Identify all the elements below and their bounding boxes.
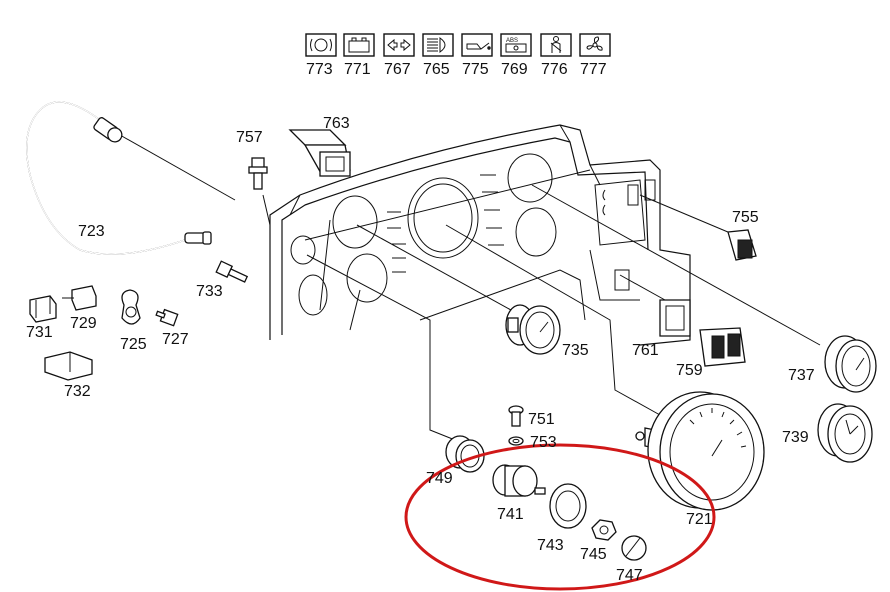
tachometer-721 bbox=[635, 391, 765, 511]
part-label-743: 743 bbox=[537, 537, 564, 554]
clip-731 bbox=[29, 295, 57, 323]
ring-743 bbox=[549, 483, 587, 529]
warning-symbol-row: ABS bbox=[305, 33, 611, 57]
part-label-727: 727 bbox=[162, 331, 189, 348]
rocker-switch-small bbox=[727, 229, 757, 261]
leader-lines bbox=[119, 134, 821, 441]
abs-icon-text: ABS bbox=[506, 38, 518, 44]
part-label-761: 761 bbox=[632, 342, 659, 359]
small-gauge-735 bbox=[505, 304, 561, 355]
part-label-735: 735 bbox=[562, 342, 589, 359]
nut-745 bbox=[591, 519, 617, 541]
part-label-721: 721 bbox=[686, 511, 713, 528]
headlight-icon bbox=[422, 33, 454, 57]
oil-can-icon bbox=[461, 33, 493, 57]
brake-warning-icon bbox=[305, 33, 337, 57]
knob-747 bbox=[621, 535, 647, 561]
part-label-729: 729 bbox=[70, 315, 97, 332]
highlight-ellipse bbox=[404, 443, 716, 591]
rocker-switch-759 bbox=[699, 327, 746, 367]
part-label-749: 749 bbox=[426, 470, 453, 487]
part-label-747: 747 bbox=[616, 567, 643, 584]
part-label-737: 737 bbox=[788, 367, 815, 384]
clamp-725 bbox=[121, 289, 141, 325]
turn-signal-icon bbox=[383, 33, 415, 57]
symbol-label-771: 771 bbox=[344, 61, 371, 78]
part-label-723: 723 bbox=[78, 223, 105, 240]
symbol-label-765: 765 bbox=[423, 61, 450, 78]
bolt-733 bbox=[215, 260, 249, 283]
gauge-body-741 bbox=[492, 464, 546, 497]
part-label-725: 725 bbox=[120, 336, 147, 353]
part-label-751: 751 bbox=[528, 411, 555, 428]
part-label-739: 739 bbox=[782, 429, 809, 446]
part-label-731: 731 bbox=[26, 324, 53, 341]
symbol-label-775: 775 bbox=[462, 61, 489, 78]
seatbelt-icon bbox=[540, 33, 572, 57]
speedometer-cable bbox=[26, 101, 212, 255]
clip-732 bbox=[44, 351, 93, 381]
part-label-763: 763 bbox=[323, 115, 350, 132]
screw-751 bbox=[508, 405, 524, 427]
part-label-741: 741 bbox=[497, 506, 524, 523]
part-label-733: 733 bbox=[196, 283, 223, 300]
abs-warning-icon: ABS bbox=[500, 33, 532, 57]
part-label-755: 755 bbox=[732, 209, 759, 226]
instrument-cluster-housing bbox=[269, 124, 691, 346]
part-label-732: 732 bbox=[64, 383, 91, 400]
clock-739 bbox=[817, 403, 873, 463]
fan-icon bbox=[579, 33, 611, 57]
battery-icon bbox=[343, 33, 375, 57]
switch-761 bbox=[659, 299, 691, 337]
symbol-label-777: 777 bbox=[580, 61, 607, 78]
clip-729 bbox=[62, 285, 97, 311]
hazard-switch bbox=[288, 129, 351, 177]
washer-753 bbox=[508, 436, 524, 446]
symbol-label-767: 767 bbox=[384, 61, 411, 78]
part-label-759: 759 bbox=[676, 362, 703, 379]
symbol-label-769: 769 bbox=[501, 61, 528, 78]
gauge-737 bbox=[824, 335, 877, 393]
symbol-label-773: 773 bbox=[306, 61, 333, 78]
part-label-757: 757 bbox=[236, 129, 263, 146]
symbol-label-776: 776 bbox=[541, 61, 568, 78]
part-label-753: 753 bbox=[530, 434, 557, 451]
part-label-745: 745 bbox=[580, 546, 607, 563]
bulb-holder bbox=[248, 157, 268, 190]
screw-727 bbox=[155, 308, 179, 327]
